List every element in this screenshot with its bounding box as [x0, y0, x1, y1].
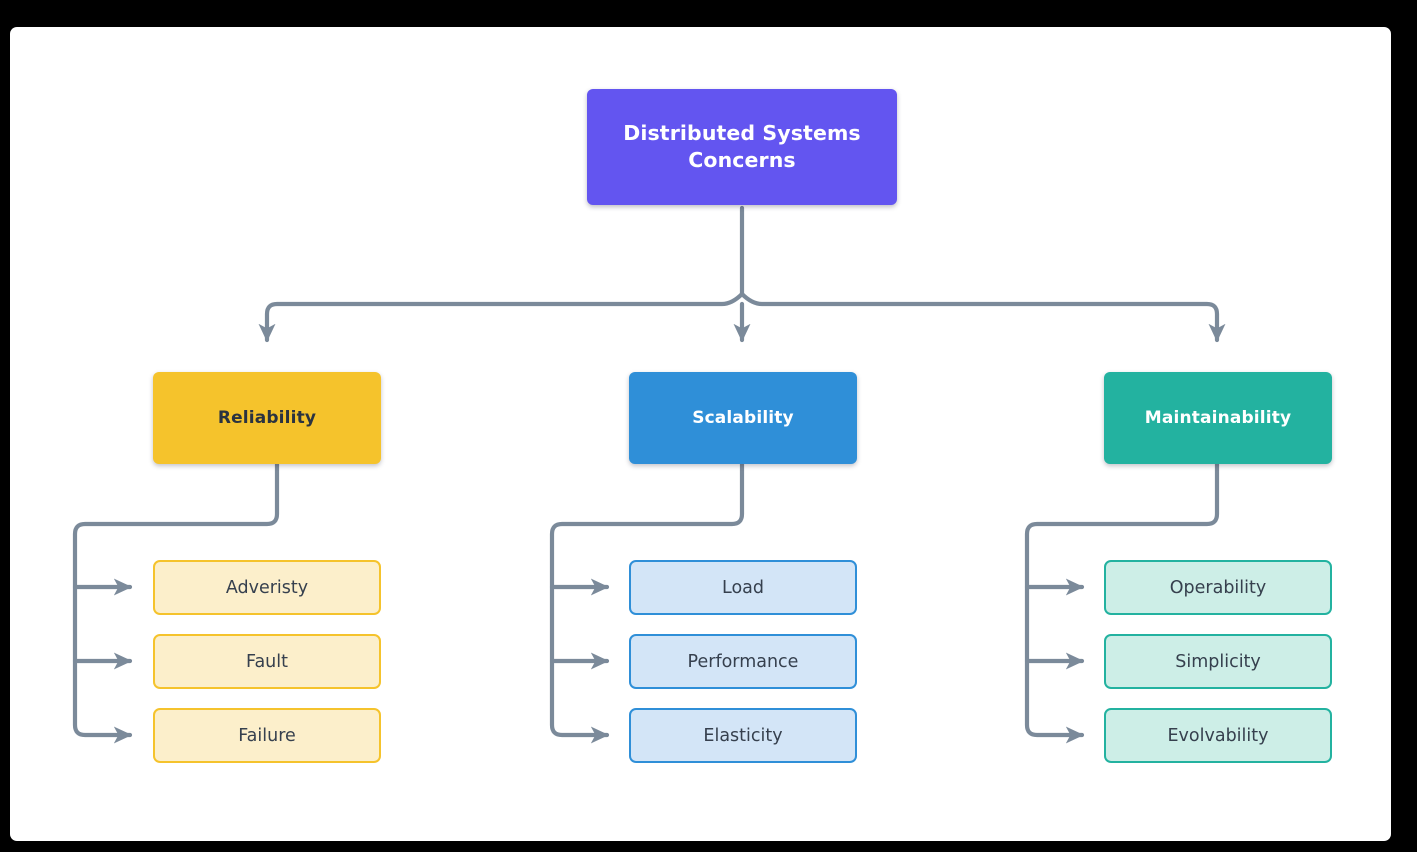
node-adveristy[interactable]: Adveristy [153, 560, 381, 615]
node-fault[interactable]: Fault [153, 634, 381, 689]
node-evolvability[interactable]: Evolvability [1104, 708, 1332, 763]
edge-root-to-maintainability [739, 291, 1226, 343]
node-elasticity[interactable]: Elasticity [629, 708, 857, 763]
node-simplicity[interactable]: Simplicity [1104, 634, 1332, 689]
node-root-label-line1: Distributed Systems [623, 120, 861, 145]
node-load[interactable]: Load [629, 560, 857, 615]
connector-layer [72, 205, 1226, 744]
edge-reliability-trunk [72, 461, 280, 744]
node-simplicity-label: Simplicity [1175, 651, 1261, 672]
node-operability-label: Operability [1169, 577, 1267, 598]
node-maintainability-label: Maintainability [1144, 408, 1292, 428]
node-performance[interactable]: Performance [629, 634, 857, 689]
node-scalability[interactable]: Scalability [629, 372, 857, 464]
node-performance-label: Performance [687, 651, 799, 672]
node-operability[interactable]: Operability [1104, 560, 1332, 615]
edge-maintainability-trunk [1024, 461, 1220, 744]
node-load-label: Load [722, 577, 764, 598]
node-reliability-label: Reliability [217, 408, 317, 428]
node-elasticity-label: Elasticity [703, 725, 783, 746]
node-adveristy-label: Adveristy [225, 577, 309, 598]
node-evolvability-label: Evolvability [1167, 725, 1269, 746]
edge-scalability-trunk [549, 461, 745, 744]
node-maintainability[interactable]: Maintainability [1104, 372, 1332, 464]
node-scalability-label: Scalability [692, 408, 794, 428]
node-failure-label: Failure [238, 725, 296, 746]
node-failure[interactable]: Failure [153, 708, 381, 763]
node-root-label-line2: Concerns [688, 148, 796, 172]
edge-root-to-reliability [258, 291, 745, 343]
node-reliability[interactable]: Reliability [153, 372, 381, 464]
node-fault-label: Fault [246, 651, 288, 672]
